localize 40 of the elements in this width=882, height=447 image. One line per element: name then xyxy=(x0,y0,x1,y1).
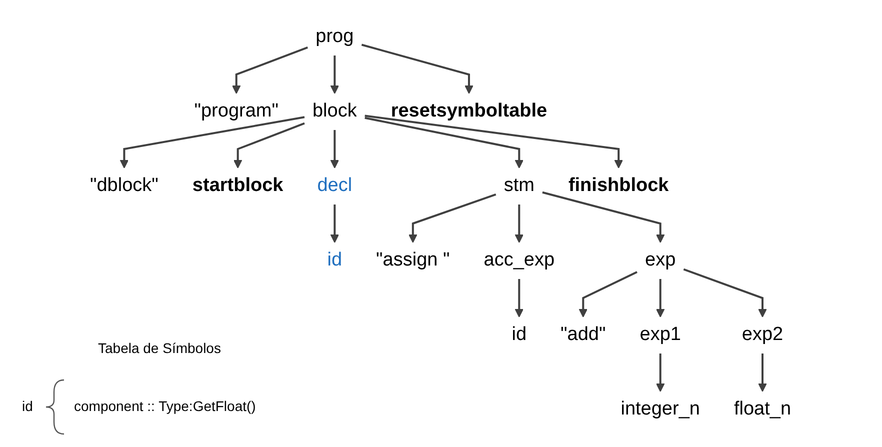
arrow xyxy=(542,191,666,243)
arrow xyxy=(232,46,308,94)
arrow xyxy=(330,130,340,168)
node-text: startblock xyxy=(192,175,284,196)
arrow xyxy=(365,114,624,168)
node-text: id xyxy=(328,250,343,270)
arrow xyxy=(656,279,666,318)
node-text: float_n xyxy=(734,398,792,420)
node-text: stm xyxy=(504,175,535,196)
node-text: decl xyxy=(318,175,353,196)
node-text: "add" xyxy=(561,324,606,345)
node-text: "dblock" xyxy=(90,175,159,196)
node-text: id xyxy=(512,324,528,345)
node-text: exp2 xyxy=(742,324,784,345)
arrow xyxy=(330,56,340,94)
arrow xyxy=(579,271,638,318)
arrow xyxy=(684,268,768,318)
node-text: acc_exp xyxy=(484,250,556,270)
arrow xyxy=(515,279,524,318)
node-text: "program" xyxy=(194,100,279,122)
node-text: prog xyxy=(316,26,354,47)
node-text: block xyxy=(312,100,358,122)
node-text: resetsymboltable xyxy=(391,100,548,122)
arrow xyxy=(758,354,768,392)
arrow xyxy=(330,204,340,243)
node-text: "assign " xyxy=(376,250,450,270)
arrow xyxy=(234,122,306,168)
arrow xyxy=(409,193,497,243)
arrow xyxy=(120,116,306,168)
arrow xyxy=(656,354,666,392)
node-text: finishblock xyxy=(568,175,670,196)
node-text: exp xyxy=(646,250,676,270)
table-title: Tabela de Símbolos xyxy=(98,340,221,356)
arrow xyxy=(365,116,524,168)
node-text: integer_n xyxy=(621,398,700,420)
symbol-value: component :: Type:GetFloat() xyxy=(74,398,256,414)
arrow xyxy=(362,44,474,94)
symbol-name: id xyxy=(22,398,33,414)
node-text: exp1 xyxy=(640,324,682,345)
arrow xyxy=(515,204,524,243)
